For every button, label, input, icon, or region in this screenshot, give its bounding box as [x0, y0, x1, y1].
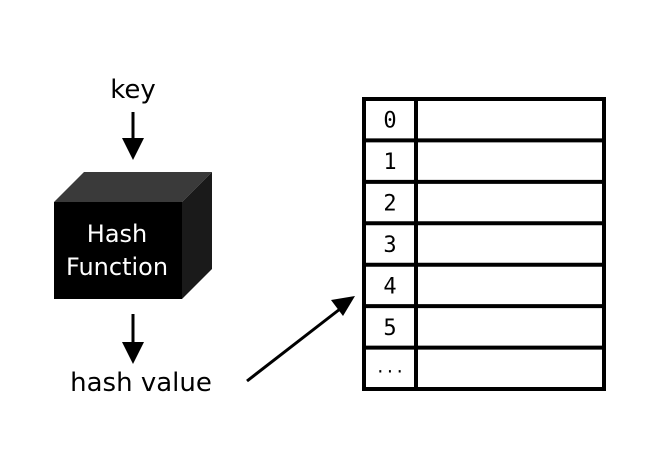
hash-table-row: 5	[364, 304, 604, 345]
hash-table-row: 2	[364, 179, 604, 221]
hash-table-row: 0	[383, 101, 602, 138]
hash-table: 0 1 2 3 4 5...	[362, 97, 606, 391]
function-to-value-arrow	[122, 314, 144, 364]
hash-table-row: ...	[364, 345, 604, 387]
hash-table-slot	[418, 184, 602, 221]
hash-table-slot	[418, 142, 602, 179]
hash-table-slot	[418, 267, 602, 304]
hash-table-slot	[418, 225, 602, 262]
hash-table-index: 3	[383, 233, 396, 258]
hash-table-row: 3	[364, 221, 604, 262]
hash-table-index: 5	[383, 316, 396, 341]
hash-table-slot	[418, 101, 602, 138]
hash-table-index: 4	[383, 274, 396, 299]
value-to-table-arrow	[246, 296, 355, 383]
hash-table-row: 4	[364, 262, 604, 304]
hash-value-label: hash value	[70, 368, 212, 398]
hash-function-box: Hash Function	[54, 172, 212, 299]
hash-table-index: ...	[376, 357, 405, 376]
cube-side-face	[182, 172, 212, 299]
cube-front-face	[54, 202, 182, 299]
key-label: key	[110, 75, 156, 105]
key-to-function-arrow	[122, 112, 144, 160]
hash-table-border	[362, 97, 606, 391]
hash-function-label-line2: Function	[66, 253, 168, 281]
hash-table-index: 0	[383, 109, 396, 134]
hash-function-label-line1: Hash	[87, 220, 147, 248]
hash-table-row: 1	[364, 138, 604, 179]
cube-top-face	[54, 172, 212, 202]
hash-table-slot	[418, 308, 602, 345]
hash-table-index: 1	[383, 150, 396, 175]
hash-table-slot	[418, 350, 602, 387]
hash-table-index: 2	[383, 192, 396, 217]
